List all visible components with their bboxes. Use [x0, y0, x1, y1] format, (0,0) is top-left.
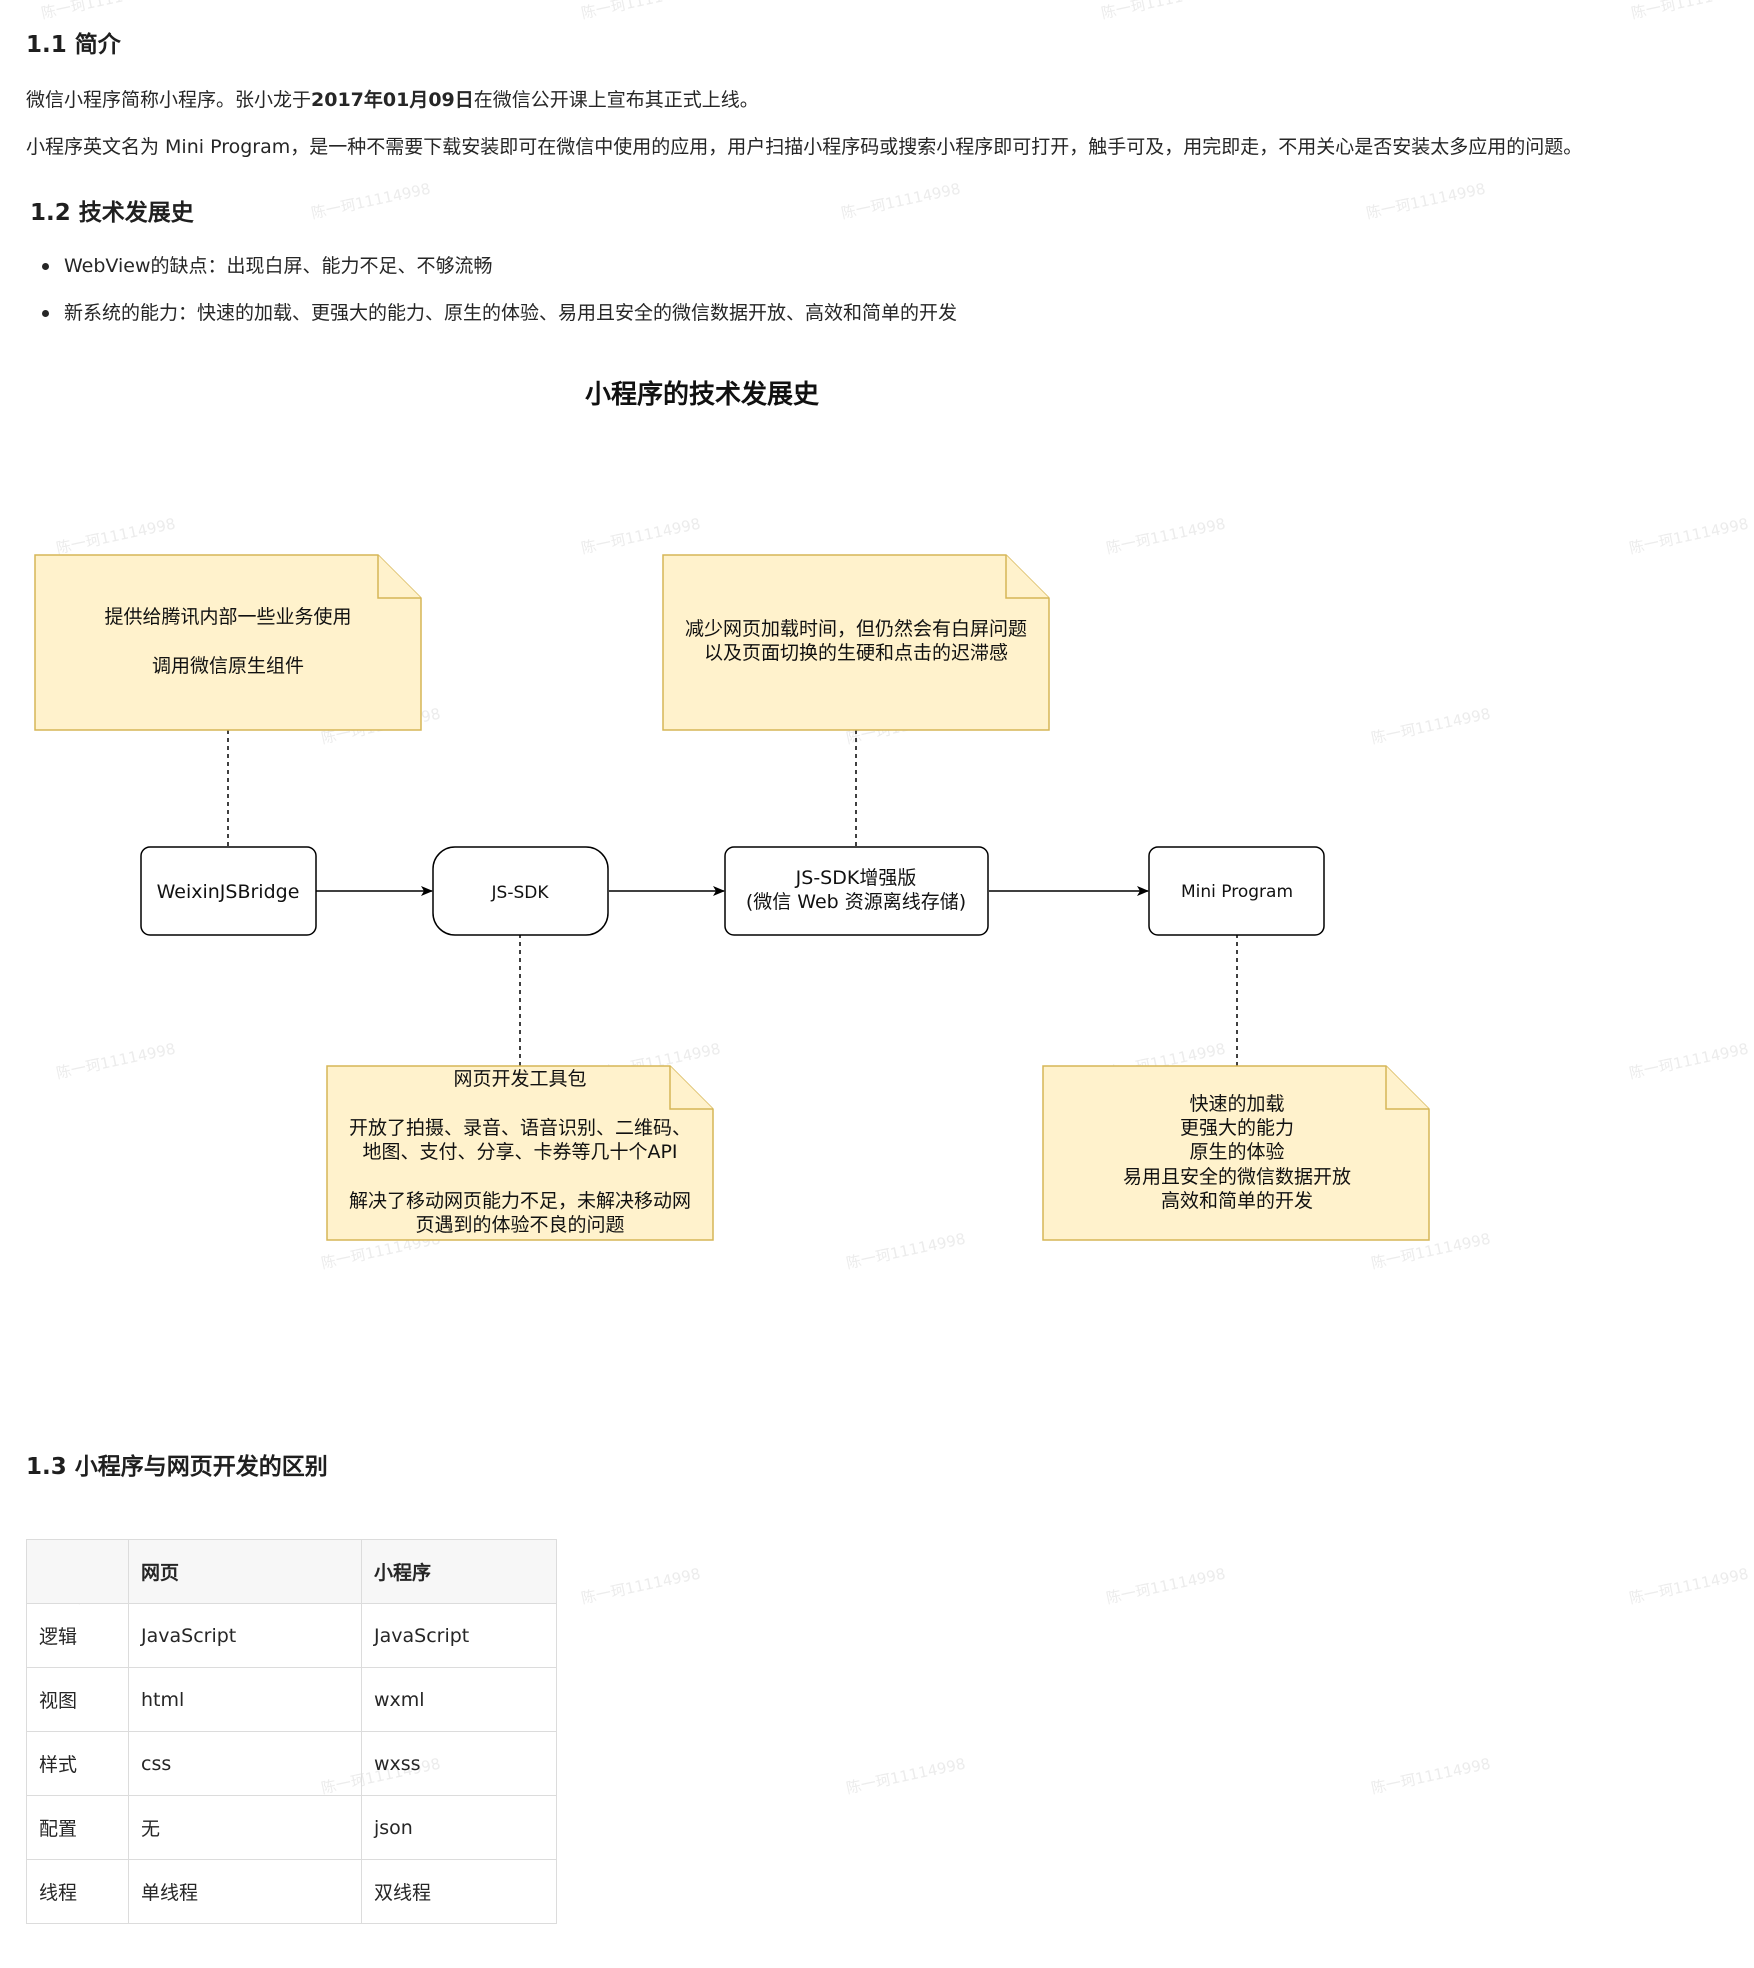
note-text-line: 开放了拍摄、录音、语音识别、二维码、 [349, 1117, 691, 1139]
note-text-line: 地图、支付、分享、卡券等几十个API [362, 1141, 677, 1163]
note-mini-program-features: 快速的加载 更强大的能力 原生的体验 易用且安全的微信数据开放 高效和简单的开发 [1042, 1065, 1430, 1241]
table-cell: html [128, 1667, 362, 1732]
note-text-line: 解决了移动网页能力不足，未解决移动网 [349, 1190, 691, 1212]
watermark-text: 陈一珂11114998 [1364, 179, 1488, 223]
note-text-line: 快速的加载 [1189, 1093, 1284, 1115]
watermark-text: 陈一珂11114998 [1099, 0, 1223, 23]
intro-text-post: 在微信公开课上宣布其正式上线。 [473, 89, 759, 111]
node-label: JS-SDK增强版 [795, 867, 917, 889]
watermark-text: 陈一珂11114998 [579, 1564, 703, 1608]
note-text-line: 以及页面切换的生硬和点击的迟滞感 [704, 642, 1008, 664]
comparison-table: 网页 小程序 逻辑 JavaScript JavaScript 视图 html … [26, 1539, 557, 1924]
note-text-line: 原生的体验 [1189, 1141, 1284, 1163]
table-cell: json [361, 1795, 557, 1860]
intro-text-pre: 微信小程序简称小程序。张小龙于 [26, 89, 312, 111]
table-cell: 视图 [26, 1667, 129, 1732]
note-text-line: 减少网页加载时间，但仍然会有白屏问题 [685, 618, 1027, 640]
table-cell: 样式 [26, 1731, 129, 1796]
table-cell: css [128, 1731, 362, 1796]
note-text-line: 高效和简单的开发 [1161, 1190, 1313, 1212]
node-mini-program: Mini Program [1148, 846, 1325, 936]
watermark-text: 陈一珂11114998 [1369, 1754, 1493, 1798]
node-label: Mini Program [1181, 882, 1293, 902]
node-label: JS-SDK [491, 883, 550, 903]
note-text-line: 易用且安全的微信数据开放 [1123, 1166, 1351, 1188]
table-cell: wxss [361, 1731, 557, 1796]
table-cell: JavaScript [361, 1603, 557, 1668]
table-cell: 双线程 [361, 1859, 557, 1924]
watermark-text: 陈一珂11114998 [1104, 1564, 1228, 1608]
table-cell: 逻辑 [26, 1603, 129, 1668]
note-internal-use: 提供给腾讯内部一些业务使用 调用微信原生组件 [34, 554, 422, 731]
watermark-text: 陈一珂11114998 [309, 179, 433, 223]
diagram-title: 小程序的技术发展史 [585, 379, 820, 410]
node-label: WeixinJSBridge [157, 881, 300, 903]
note-text-line: 页遇到的体验不良的问题 [415, 1214, 624, 1236]
launch-date: 2017年01月09日 [311, 89, 474, 111]
table-row: 线程 单线程 双线程 [26, 1859, 557, 1924]
table-cell: JavaScript [128, 1603, 362, 1668]
watermark-text: 陈一珂11114998 [839, 179, 963, 223]
section-heading-comparison: 1.3 小程序与网页开发的区别 [26, 1454, 328, 1480]
bullet-item: 新系统的能力：快速的加载、更强大的能力、原生的体验、易用且安全的微信数据开放、高… [26, 299, 957, 346]
table-row: 逻辑 JavaScript JavaScript [26, 1603, 557, 1668]
table-row: 视图 html wxml [26, 1667, 557, 1732]
table-row: 样式 css wxss [26, 1731, 557, 1796]
history-diagram: 小程序的技术发展史 提供给腾讯内部一些业务使用 调用微信原生组件 减少网页加载时… [34, 379, 1430, 1241]
table-row: 配置 无 json [26, 1795, 557, 1860]
note-text-line: 更强大的能力 [1180, 1117, 1294, 1139]
note-web-toolkit: 网页开发工具包 开放了拍摄、录音、语音识别、二维码、 地图、支付、分享、卡券等几… [326, 1065, 714, 1241]
table-cell: 无 [128, 1795, 362, 1860]
intro-paragraph-2: 小程序英文名为 Mini Program，是一种不需要下载安装即可在微信中使用的… [26, 136, 1583, 158]
note-text-line: 调用微信原生组件 [152, 655, 304, 677]
intro-paragraph-1: 微信小程序简称小程序。张小龙于2017年01月09日在微信公开课上宣布其正式上线… [26, 85, 759, 112]
table-header-cell: 网页 [128, 1539, 362, 1604]
history-bullet-list: WebView的缺点：出现白屏、能力不足、不够流畅 新系统的能力：快速的加载、更… [26, 252, 957, 346]
node-label: (微信 Web 资源离线存储) [746, 891, 966, 913]
watermark-text: 陈一珂11114998 [39, 0, 163, 23]
table-header-row: 网页 小程序 [26, 1539, 557, 1604]
node-weixinjsbridge: WeixinJSBridge [140, 846, 317, 936]
section-heading-history: 1.2 技术发展史 [30, 200, 194, 226]
watermark-text: 陈一珂11114998 [1627, 1564, 1751, 1608]
watermark-text: 陈一珂11114998 [844, 1754, 968, 1798]
table-header-cell [26, 1539, 129, 1604]
watermark-text: 陈一珂11114998 [579, 0, 703, 23]
note-text-line: 提供给腾讯内部一些业务使用 [104, 606, 351, 628]
table-cell: 线程 [26, 1859, 129, 1924]
note-text-line: 网页开发工具包 [453, 1068, 586, 1090]
node-js-sdk: JS-SDK [432, 846, 609, 936]
watermark-text: 陈一珂11114998 [1629, 0, 1753, 23]
node-js-sdk-enhanced: JS-SDK增强版 (微信 Web 资源离线存储) [724, 846, 989, 936]
table-cell: wxml [361, 1667, 557, 1732]
section-heading-intro: 1.1 简介 [26, 32, 121, 58]
table-cell: 单线程 [128, 1859, 362, 1924]
bullet-item: WebView的缺点：出现白屏、能力不足、不够流畅 [26, 252, 957, 299]
table-header-cell: 小程序 [361, 1539, 557, 1604]
note-loading-time: 减少网页加载时间，但仍然会有白屏问题 以及页面切换的生硬和点击的迟滞感 [662, 554, 1050, 731]
table-cell: 配置 [26, 1795, 129, 1860]
